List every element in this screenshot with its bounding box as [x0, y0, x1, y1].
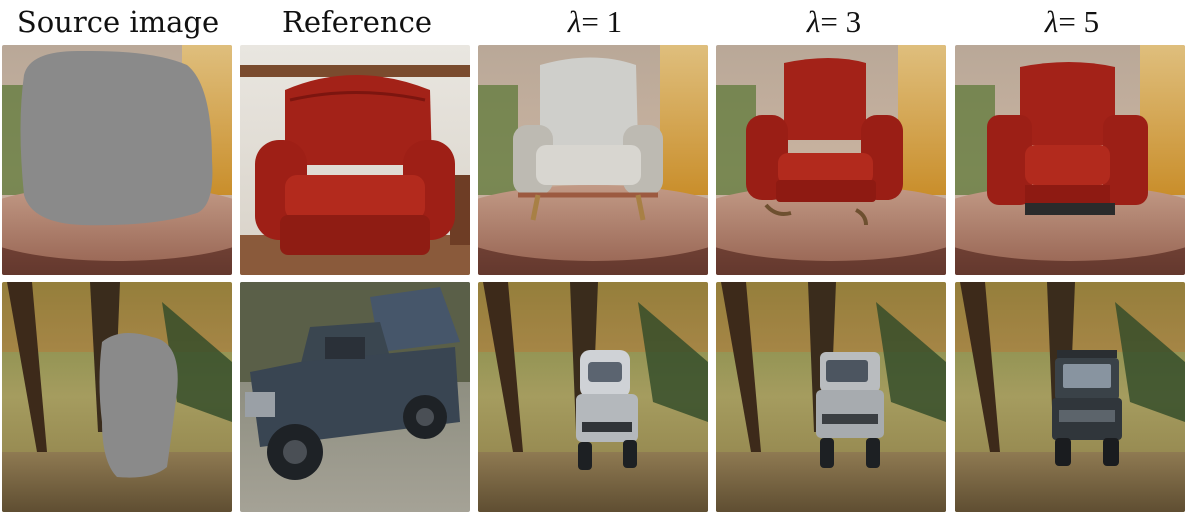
lambda-value: = 5 [1058, 4, 1100, 39]
result-lambda-3-truck [716, 282, 946, 512]
result-lambda-5-armchair [955, 45, 1185, 275]
header-lambda-3: λ = 3 [716, 0, 952, 44]
result-lambda-5-truck [955, 282, 1185, 512]
lambda-value: = 3 [820, 4, 862, 39]
header-reference-label: Reference [282, 5, 432, 39]
lambda-symbol: λ [1044, 4, 1059, 39]
result-lambda-1-armchair [478, 45, 708, 275]
header-lambda-5: λ = 5 [954, 0, 1186, 44]
header-source-label: Source image [16, 5, 220, 39]
lambda-value: = 1 [581, 4, 623, 39]
source-image-armchair-scene [2, 45, 232, 275]
lambda-symbol: λ [567, 4, 582, 39]
reference-armchair-image [240, 45, 470, 275]
source-image-forest-scene [2, 282, 232, 512]
header-reference: Reference [239, 0, 475, 44]
reference-pickup-truck-image [240, 282, 470, 512]
lambda-symbol: λ [806, 4, 821, 39]
result-lambda-1-truck [478, 282, 708, 512]
header-lambda-1: λ = 1 [477, 0, 713, 44]
header-source-image: Source image [0, 0, 236, 44]
result-lambda-3-armchair [716, 45, 946, 275]
